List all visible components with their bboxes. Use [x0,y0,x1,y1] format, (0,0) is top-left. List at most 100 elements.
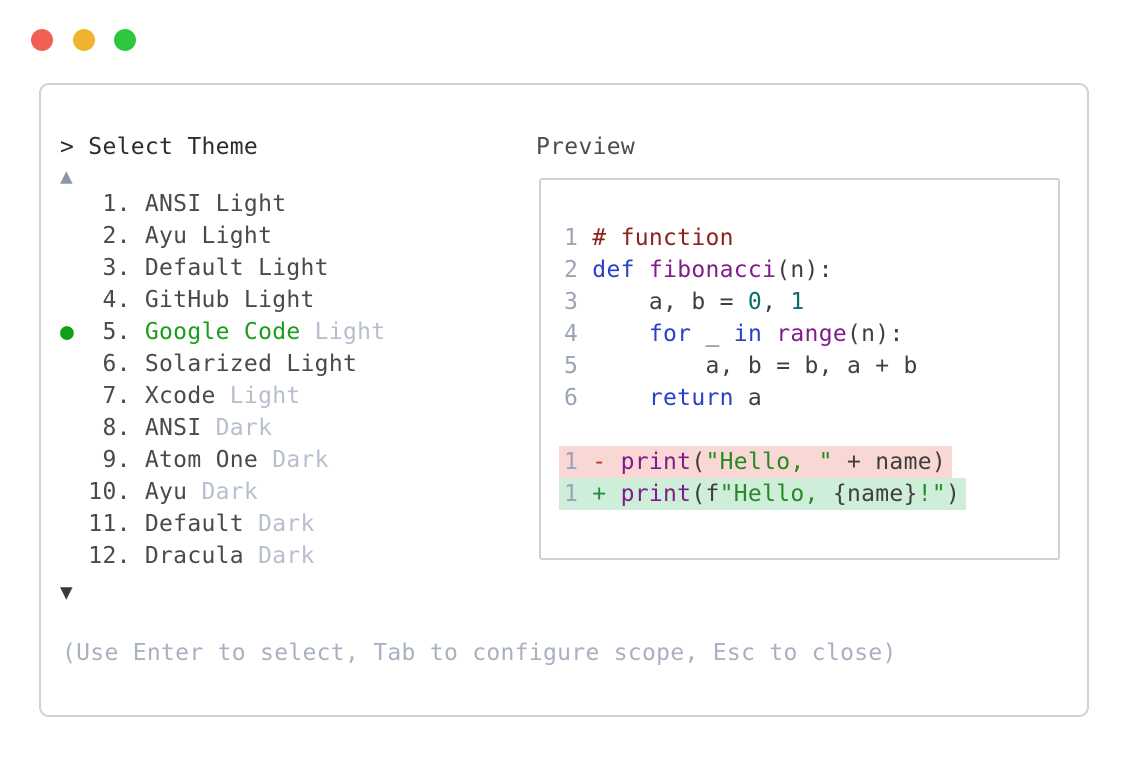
code-token-str: !" [917,481,947,507]
code-line: 3 a, b = 0, 1 [564,286,966,318]
code-token-str: "Hello, [719,481,833,507]
help-text: (Use Enter to select, Tab to configure s… [62,640,897,666]
item-name: ANSI [144,415,216,441]
code-token-pl: (f [691,481,720,507]
item-name: Default [144,255,259,281]
code-token-fn: print [620,449,692,475]
item-name: Ayu [144,223,202,249]
item-name: ANSI [144,191,216,217]
code-token-add: + [592,481,621,507]
item-number: 7. [88,383,145,409]
code-line: 2 def fibonacci(n): [564,254,966,286]
item-variant: Light [229,383,301,409]
theme-item-default-light[interactable]: 3. Default Light [60,252,385,284]
item-indent [60,223,88,249]
code-token-fn: fibonacci [648,257,777,283]
code-line: 4 for _ in range(n): [564,318,966,350]
code-token-pl: _ [691,321,734,347]
diff-removed-highlight: 1 - print("Hello, " + name) [559,446,953,478]
code-token-fn: range [776,321,847,347]
theme-item-default-dark[interactable]: 11. Default Dark [60,508,385,540]
item-number: 5. [88,319,145,345]
item-variant: Dark [272,447,329,473]
theme-item-ansi-light[interactable]: 1. ANSI Light [60,188,385,220]
line-number: 2 [564,257,593,283]
line-number: 6 [564,385,593,411]
item-indent [60,287,88,313]
code-token-pl [592,321,649,347]
code-diff-removed-line: 1 - print("Hello, " + name) [559,446,966,478]
code-token-pl: (n): [847,321,904,347]
theme-item-github-light[interactable]: 4. GitHub Light [60,284,385,316]
code-token-lit: 0 [747,289,763,315]
line-number: 1 [564,481,593,507]
theme-item-google-code-light[interactable]: ● 5. Google Code Light [60,316,385,348]
line-number: 3 [564,289,593,315]
code-line: 5 a, b = b, a + b [564,350,966,382]
select-theme-prompt: > Select Theme [60,134,259,160]
line-number: 4 [564,321,593,347]
theme-list: 1. ANSI Light 2. Ayu Light 3. Default Li… [60,188,385,572]
item-number: 10. [88,479,145,505]
item-variant: Light [243,287,315,313]
item-variant: Light [286,351,358,377]
item-variant: Light [215,191,287,217]
theme-item-solarized-light[interactable]: 6. Solarized Light [60,348,385,380]
item-indent [60,479,88,505]
item-number: 1. [88,191,145,217]
code-line: 1 # function [564,222,966,254]
item-indent [60,447,88,473]
code-token-lit: 1 [790,289,805,315]
item-number: 11. [88,511,145,537]
item-variant: Light [258,255,329,281]
item-number: 4. [88,287,145,313]
theme-item-atom-one-dark[interactable]: 9. Atom One Dark [60,444,385,476]
theme-item-ayu-dark[interactable]: 10. Ayu Dark [60,476,385,508]
scroll-up-icon[interactable]: ▲ [60,164,73,188]
theme-item-dracula-dark[interactable]: 12. Dracula Dark [60,540,385,572]
theme-item-xcode-light[interactable]: 7. Xcode Light [60,380,385,412]
code-diff-added-line: 1 + print(f"Hello, {name}!") [559,478,967,510]
item-name: Ayu [144,479,202,505]
item-variant: Dark [215,415,273,441]
traffic-light-maximize-button[interactable] [114,29,136,51]
theme-item-ayu-light[interactable]: 2. Ayu Light [60,220,385,252]
code-line: 6 return a [564,382,966,414]
item-name: Default [144,511,259,537]
code-token-pl: a, b = [592,289,748,315]
code-token-pl: ( [691,449,706,475]
item-indent [60,191,88,217]
preview-label: Preview [536,134,636,160]
item-name: Solarized [144,351,287,377]
traffic-light-close-button[interactable] [31,29,53,51]
code-token-str: "Hello, " [705,449,833,475]
item-variant: Light [201,223,273,249]
code-token-pl [592,385,649,411]
scroll-down-icon[interactable]: ▼ [60,580,73,604]
item-indent [60,383,88,409]
code-token-kw: return [648,385,734,411]
item-number: 6. [88,351,145,377]
traffic-light-minimize-button[interactable] [73,29,95,51]
item-number: 12. [88,543,145,569]
line-number: 1 [564,449,593,475]
item-variant: Dark [201,479,259,505]
selected-dot-icon: ● [60,319,89,345]
code-token-pl: ) [946,481,961,507]
code-token-pl: {name} [832,481,918,507]
diff-added-highlight: 1 + print(f"Hello, {name}!") [559,478,967,510]
item-number: 8. [88,415,145,441]
code-token-fn: print [620,481,692,507]
code-token-pl: a [733,385,763,411]
item-name: Atom One [144,447,273,473]
item-indent [60,255,88,281]
code-token-kw: for [648,321,692,347]
item-number: 3. [88,255,145,281]
item-indent [60,351,88,377]
code-token-pl [635,257,649,283]
item-number: 2. [88,223,145,249]
theme-item-ansi-dark[interactable]: 8. ANSI Dark [60,412,385,444]
